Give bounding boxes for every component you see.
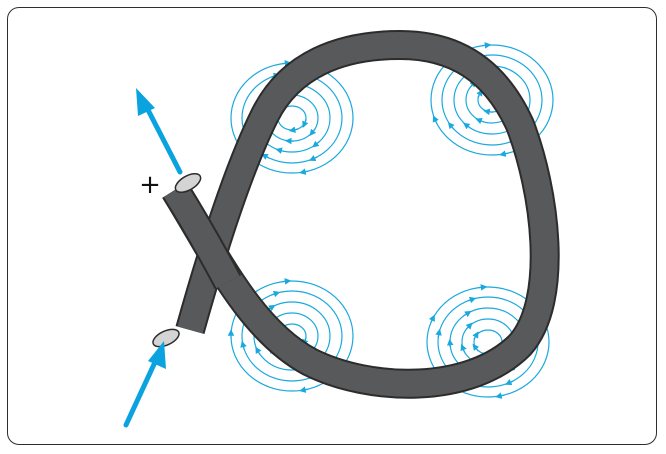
field-direction-arrowhead-icon <box>499 150 509 157</box>
field-direction-arrowhead-icon <box>309 155 318 162</box>
current-arrow-in <box>123 341 166 428</box>
conductor-loop <box>163 32 558 397</box>
field-direction-arrowhead-icon <box>275 147 285 154</box>
field-direction-arrowhead-icon <box>255 346 262 355</box>
field-direction-arrowhead-icon <box>463 310 472 318</box>
field-direction-arrowhead-icon <box>282 60 292 67</box>
current-direction-arrow-icon <box>136 88 155 116</box>
field-direction-arrowhead-icon <box>482 42 492 49</box>
field-direction-arrowhead-icon <box>240 340 247 350</box>
field-direction-arrowhead-icon <box>447 122 455 130</box>
field-direction-arrowhead-icon <box>435 328 442 339</box>
field-direction-arrowhead-icon <box>505 379 514 386</box>
conductor-wire <box>152 30 560 399</box>
field-ring <box>441 54 543 146</box>
field-direction-arrowhead-icon <box>282 278 292 285</box>
field-direction-arrowhead-icon <box>475 117 485 125</box>
field-direction-arrowhead-icon <box>271 290 281 298</box>
field-direction-arrowhead-icon <box>312 140 320 148</box>
field-direction-arrowhead-icon <box>476 89 483 98</box>
field-direction-arrowhead-icon <box>472 331 479 340</box>
field-direction-arrowhead-icon <box>460 343 467 353</box>
field-direction-arrowhead-icon <box>465 322 473 330</box>
current-arrow-in-shaft <box>123 357 159 428</box>
field-direction-arrowhead-icon <box>467 296 477 304</box>
field-direction-arrowhead-icon <box>446 338 454 349</box>
current-arrow-out-shaft <box>143 103 183 175</box>
field-ring <box>430 44 554 156</box>
conductor-end-top <box>174 172 202 194</box>
field-direction-arrowhead-icon <box>302 119 309 128</box>
current-arrow-out <box>136 88 183 175</box>
field-direction-arrowhead-icon <box>432 115 439 124</box>
field-direction-arrowhead-icon <box>261 153 270 160</box>
field-direction-arrowhead-icon <box>472 343 480 352</box>
field-direction-arrowhead-icon <box>478 284 488 291</box>
field-direction-arrowhead-icon <box>463 122 471 130</box>
field-direction-arrowhead-icon <box>299 168 309 175</box>
field-direction-arrowhead-icon <box>299 386 309 393</box>
field-direction-arrowhead-icon <box>495 392 505 399</box>
field-direction-arrowhead-icon <box>288 126 299 133</box>
polarity-plus-label: + <box>139 170 161 200</box>
field-ring <box>241 290 343 382</box>
field-ring <box>426 286 550 398</box>
current-direction-arrow-icon <box>148 341 166 369</box>
field-direction-arrowhead-icon <box>483 108 493 116</box>
conductor-end-bottom <box>152 328 180 348</box>
field-direction-arrowhead-icon <box>428 314 435 324</box>
conductor-crossing <box>163 183 240 289</box>
field-direction-arrowhead-icon <box>309 128 317 137</box>
